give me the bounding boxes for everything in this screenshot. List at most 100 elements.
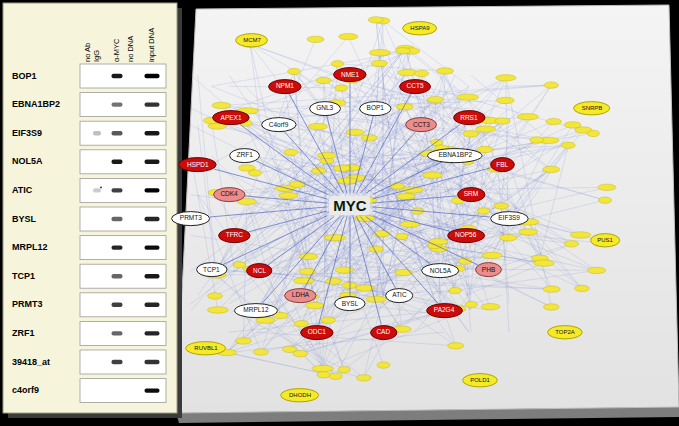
gene-row-label: ATIC <box>12 186 32 195</box>
gene-label: HSPA9 <box>410 25 429 31</box>
background-gene-dot <box>390 183 404 189</box>
background-link <box>383 75 593 133</box>
gene-circle <box>334 68 366 82</box>
background-gene-dot <box>337 178 357 184</box>
background-link <box>383 156 401 330</box>
hub-patch <box>329 196 370 215</box>
gene-circle <box>172 212 210 226</box>
network-gene-node: POLD1 <box>462 373 498 388</box>
background-gene-dot <box>588 267 606 273</box>
background-gene-dot <box>253 349 268 355</box>
gel-strip <box>80 321 166 345</box>
network-gene-node: MCM7 <box>235 33 268 48</box>
gel-band <box>112 217 123 221</box>
background-link <box>234 48 405 108</box>
gene-label: NOL5A <box>430 268 451 275</box>
gene-row-label: c4orf9 <box>12 386 39 395</box>
background-link <box>231 310 344 369</box>
chip-gene-node: BOP1 <box>359 101 392 116</box>
background-gene-dot <box>481 303 500 309</box>
gene-label: SRM <box>464 191 478 198</box>
background-network <box>191 17 616 381</box>
background-link <box>291 152 315 305</box>
background-gene-dot <box>543 286 560 292</box>
background-gene-dot <box>324 235 346 241</box>
background-gene-dot <box>346 129 364 135</box>
background-gene-dot <box>290 181 305 187</box>
background-link <box>279 71 295 118</box>
gene-circle <box>428 149 483 163</box>
gene-label: CCT5 <box>407 83 424 90</box>
gene-circle <box>422 264 459 278</box>
gene-row-label: MRPL12 <box>12 243 48 252</box>
gene-circle <box>335 297 365 311</box>
gene-label: TOP2A <box>555 329 575 335</box>
background-link <box>297 184 333 281</box>
gene-label: NPM1 <box>276 83 294 90</box>
gel-band <box>145 303 160 307</box>
background-gene-dot <box>599 197 612 203</box>
background-link <box>379 63 498 169</box>
gene-label: C4orf9 <box>269 122 289 129</box>
regulation-edge <box>349 83 350 194</box>
background-gene-dot <box>396 48 411 54</box>
background-link <box>191 125 551 307</box>
regulation-edge <box>366 217 431 265</box>
gene-label: PA2G4 <box>434 307 454 314</box>
background-gene-dot <box>342 282 357 288</box>
gene-circle <box>476 263 502 277</box>
background-gene-dot <box>477 208 490 214</box>
background-link <box>285 270 376 299</box>
background-gene-dot <box>317 372 330 378</box>
background-gene-dot <box>321 317 335 323</box>
gel-speck <box>100 187 102 189</box>
gene-circle <box>285 288 316 302</box>
partial-gene-node: CCT3 <box>405 117 437 132</box>
regulated-gene-node: CCT5 <box>399 79 431 94</box>
background-link <box>245 195 597 271</box>
background-gene-dot <box>329 373 343 379</box>
background-gene-dot <box>294 321 309 327</box>
gene-label: EIF3S9 <box>498 215 520 222</box>
gene-circle <box>463 373 498 386</box>
gene-circle <box>590 233 619 246</box>
gene-label: MCM7 <box>243 37 261 43</box>
gene-label: ATIC <box>392 292 406 299</box>
background-gene-dot <box>496 75 516 81</box>
gene-label: CAD <box>376 329 390 336</box>
gene-label: CCT3 <box>413 122 430 129</box>
gene-label: CDK4 <box>220 191 237 198</box>
gel-band <box>93 131 101 135</box>
background-gene-dot <box>307 36 324 42</box>
gel-strip <box>80 236 166 260</box>
background-gene-dot <box>457 94 479 100</box>
regulation-edge <box>285 132 340 193</box>
background-gene-dot <box>414 70 428 76</box>
gene-circle <box>426 303 462 317</box>
gene-circle <box>403 21 437 34</box>
gene-row-label: EBNA1BP2 <box>12 100 60 109</box>
gel-band <box>112 102 123 106</box>
gene-circle <box>360 101 391 115</box>
background-link <box>509 244 571 271</box>
gel-band <box>93 188 101 192</box>
background-link <box>325 228 469 310</box>
gene-circle <box>447 229 484 243</box>
regulated-gene-node: NME1 <box>333 67 367 82</box>
gene-circle <box>236 33 268 46</box>
network-gene-node: RUVBL1 <box>185 341 226 356</box>
gene-label: EBNA1BP2 <box>438 152 472 159</box>
background-gene-dot <box>598 184 616 190</box>
background-link <box>191 73 408 311</box>
gene-label: HSPD1 <box>187 162 209 169</box>
background-gene-dot <box>288 68 301 74</box>
gene-circle <box>213 188 244 202</box>
background-link <box>198 125 216 275</box>
background-link <box>317 165 458 269</box>
background-gene-dot <box>463 131 479 137</box>
background-gene-dot <box>233 262 245 268</box>
lane-header: no Ab <box>84 43 92 62</box>
gene-label: NOP56 <box>455 232 476 239</box>
background-link <box>301 232 529 332</box>
